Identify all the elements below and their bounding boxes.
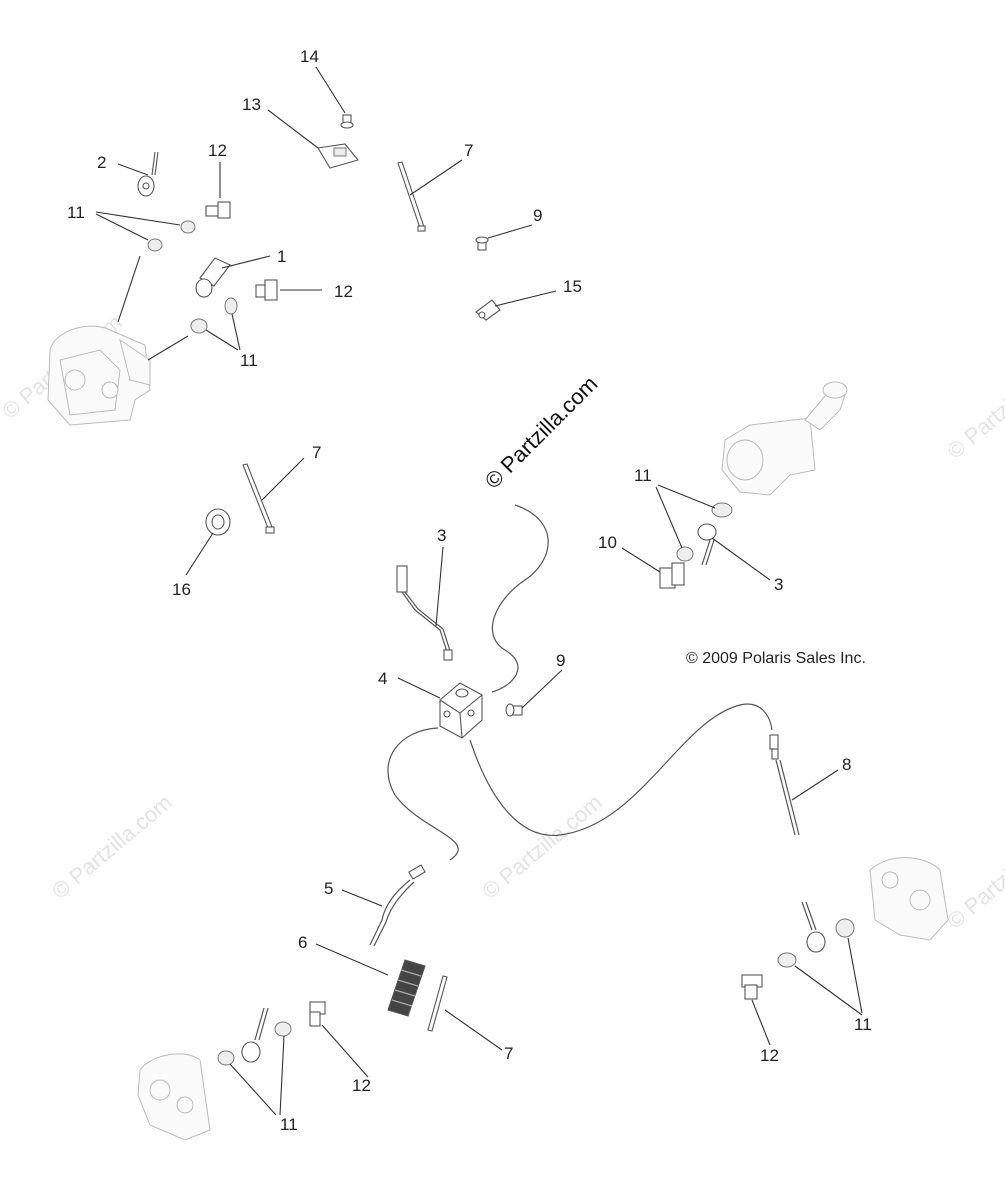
callout-12d: 12 <box>760 1046 779 1065</box>
rear-caliper-left <box>137 1053 211 1141</box>
banjo-bolt-12a <box>205 201 231 219</box>
brake-line-rear-left <box>241 1007 269 1063</box>
callout-11c: 11 <box>634 466 652 485</box>
junction-block-4 <box>439 682 483 739</box>
callout-3b: 3 <box>774 575 783 594</box>
cable-tie-7c <box>427 975 448 1032</box>
leader-lines <box>95 66 863 1116</box>
brake-line-8 <box>769 734 800 836</box>
callout-12a: 12 <box>208 141 227 160</box>
brake-line-rear-right <box>801 901 826 953</box>
washer-11c <box>190 318 208 334</box>
watermark-right: © Partzilla.com <box>942 349 1005 463</box>
screw-9b <box>505 703 523 717</box>
spring-6 <box>387 959 426 1017</box>
watermark-main: © Partzilla.com <box>480 371 603 494</box>
washer-11j <box>835 918 855 938</box>
master-cylinder <box>721 381 848 496</box>
callout-11d: 11 <box>280 1115 298 1134</box>
brake-line-loop-left <box>387 727 459 861</box>
callout-labels: 14 13 2 12 7 11 1 12 9 15 11 7 16 11 3 1… <box>67 47 872 1134</box>
banjo-bolt-10 <box>659 562 685 589</box>
callout-15: 15 <box>563 277 582 296</box>
brake-fitting-1 <box>195 257 231 298</box>
washer-11f <box>676 546 694 562</box>
callout-16: 16 <box>172 580 191 599</box>
watermark-lower-right: © Partzilla.com <box>942 819 1005 933</box>
callout-7b: 7 <box>312 443 321 462</box>
watermark-center: © Partzilla.com <box>477 789 607 903</box>
callout-9b: 9 <box>556 651 565 670</box>
watermark-left: © Partzilla.com <box>47 789 177 903</box>
screw-9a <box>475 236 489 251</box>
callout-12b: 12 <box>334 282 353 301</box>
copyright-text: © 2009 Polaris Sales Inc. <box>686 650 866 667</box>
callout-11a: 11 <box>67 203 85 222</box>
callout-11e: 11 <box>854 1015 872 1034</box>
banjo-bolt-12c <box>309 1001 326 1027</box>
callout-12c: 12 <box>352 1076 371 1095</box>
washer-11h <box>274 1021 292 1037</box>
callout-14: 14 <box>300 47 319 66</box>
brake-line-8-hose <box>469 703 773 836</box>
banjo-bolt-12d <box>741 974 763 1000</box>
callout-13: 13 <box>242 95 261 114</box>
grommet-16 <box>205 508 231 536</box>
brake-line-3a <box>396 565 453 661</box>
washer-11g <box>217 1050 235 1066</box>
callout-4: 4 <box>378 669 387 688</box>
banjo-fitting-3b <box>697 523 717 566</box>
callout-11b: 11 <box>240 351 258 370</box>
banjo-bolt-12b <box>255 279 278 301</box>
callout-7c: 7 <box>504 1044 513 1063</box>
washer-11a <box>180 220 196 234</box>
brake-line-5 <box>369 864 426 947</box>
callout-10: 10 <box>598 533 617 552</box>
brake-line-loop-upper <box>491 504 549 693</box>
callout-9a: 9 <box>533 206 542 225</box>
watermark-group: © Partzilla.com © Partzilla.com © Partzi… <box>0 309 1005 933</box>
callout-2: 2 <box>97 153 106 172</box>
callout-6: 6 <box>298 933 307 952</box>
washer-11i <box>777 952 797 968</box>
rear-caliper-right <box>869 857 949 941</box>
callout-1: 1 <box>277 247 286 266</box>
callout-3a: 3 <box>437 526 446 545</box>
clip-13 <box>317 143 359 169</box>
callout-7a: 7 <box>464 141 473 160</box>
front-caliper-left <box>47 325 151 426</box>
washer-11d <box>224 297 238 315</box>
screw-14 <box>340 114 354 129</box>
cable-tie-7a <box>397 161 426 232</box>
cable-tie-7b <box>242 463 275 534</box>
washer-11e <box>711 502 733 518</box>
washer-11b <box>147 238 163 252</box>
callout-5: 5 <box>324 879 333 898</box>
callout-8: 8 <box>842 755 851 774</box>
brake-line-2 <box>137 151 159 197</box>
clamp-15 <box>475 299 501 321</box>
